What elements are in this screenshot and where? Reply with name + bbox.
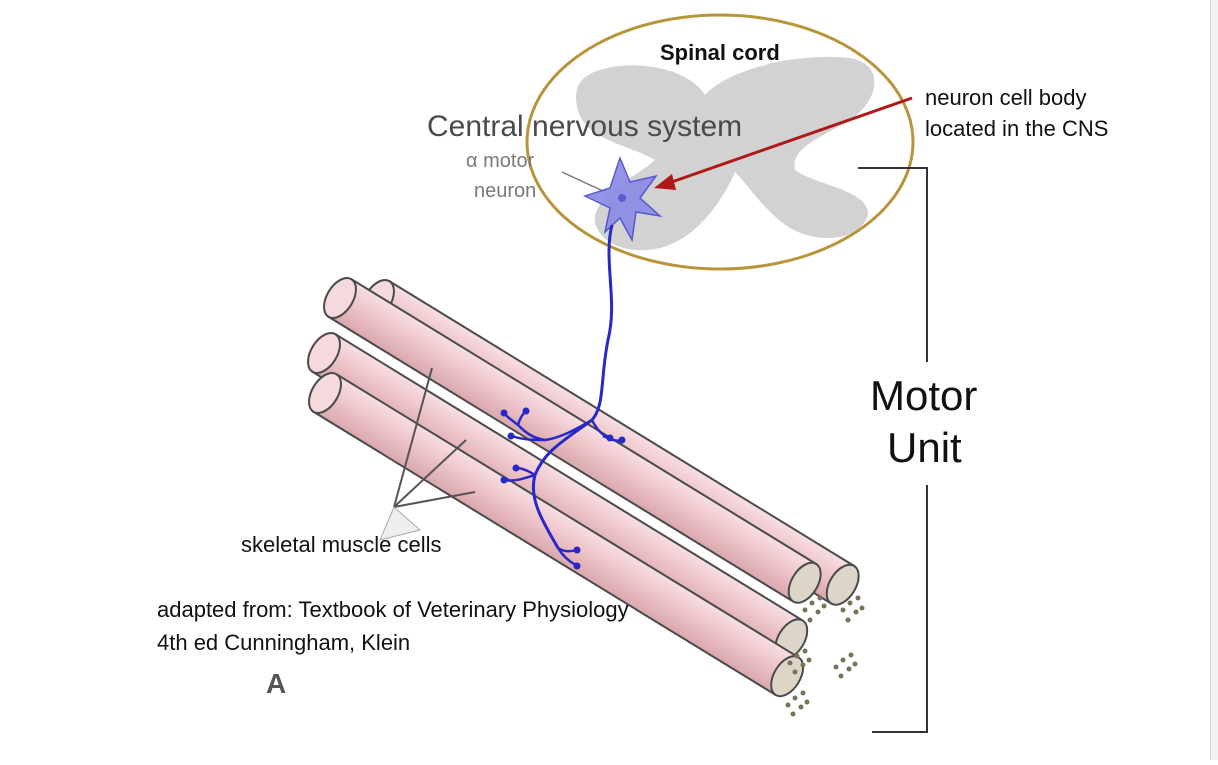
alpha-motor-neuron xyxy=(500,155,663,570)
spinal-cord-outline xyxy=(525,13,915,271)
spinal-cord-label: Spinal cord xyxy=(660,40,780,65)
alpha-motor-neuron-label-line2: neuron xyxy=(474,180,537,202)
cns-label: Central nervous system xyxy=(427,110,743,143)
cell-body-label-line2: located in the CNS xyxy=(925,116,1109,141)
muscle-cell xyxy=(308,372,805,698)
alpha-pointer-line xyxy=(561,171,606,193)
muscle-pointer-lines xyxy=(379,367,476,541)
scrollbar-track[interactable] xyxy=(1210,0,1218,760)
source-citation-line1: adapted from: Textbook of Veterinary Phy… xyxy=(157,597,629,622)
source-citation-line2: 4th ed Cunningham, Klein xyxy=(157,630,411,655)
alpha-motor-neuron-label-line1: α motor xyxy=(466,150,535,172)
axon xyxy=(531,224,614,549)
cell-body-arrow xyxy=(654,96,913,190)
myofibril-dots xyxy=(785,595,865,717)
cell-body-label-line1: neuron cell body xyxy=(925,85,1087,110)
muscle-cell xyxy=(323,277,822,604)
motor-unit-bracket xyxy=(858,167,928,733)
grey-matter xyxy=(576,56,875,251)
panel-letter: A xyxy=(266,668,287,699)
motor-unit-label-line2: Unit xyxy=(887,424,962,471)
motor-unit-label-line1: Motor xyxy=(870,372,978,419)
terminal-knobs xyxy=(500,407,626,570)
muscle-cells-label: skeletal muscle cells xyxy=(241,532,442,557)
muscle-bundle xyxy=(307,277,865,717)
